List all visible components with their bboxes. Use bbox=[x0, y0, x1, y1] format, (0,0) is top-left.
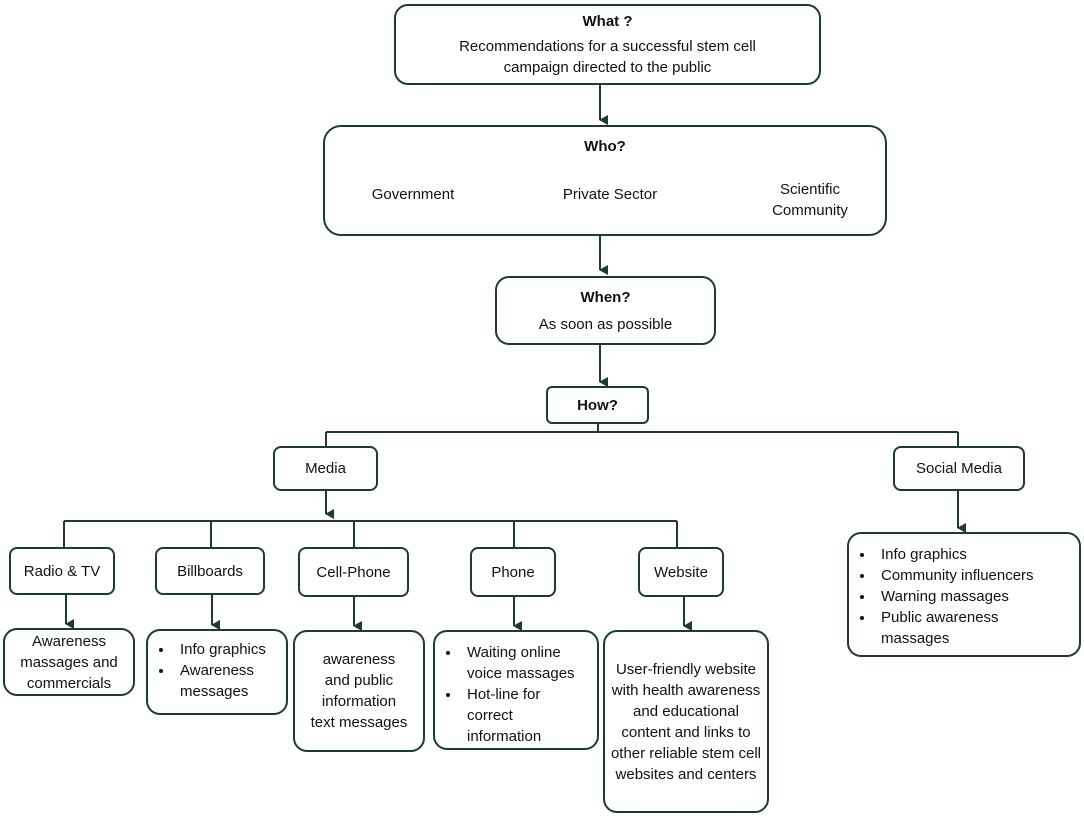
detail-website: User-friendly website with health awaren… bbox=[603, 630, 769, 813]
channel-radio-tv: Radio & TV bbox=[9, 547, 115, 595]
who-title: Who? bbox=[584, 138, 626, 155]
detail-social-media: Info graphics Community influencers Warn… bbox=[847, 532, 1081, 657]
media-box: Media bbox=[273, 446, 378, 491]
channel-cell-phone: Cell-Phone bbox=[298, 547, 409, 597]
detail-billboards: Info graphics Awareness messages bbox=[146, 629, 288, 715]
channel-label: Cell-Phone bbox=[316, 563, 391, 581]
channel-label: Website bbox=[654, 563, 708, 581]
who-item-government: Government bbox=[371, 186, 455, 203]
list-item: Community influencers bbox=[875, 565, 1075, 586]
detail-phone: Waiting online voice massages Hot-line f… bbox=[433, 630, 599, 750]
media-label: Media bbox=[305, 460, 346, 477]
list-item: Public awareness massages bbox=[875, 607, 1031, 649]
who-item-private-sector: Private Sector bbox=[562, 186, 658, 203]
what-text: Recommendations for a successful stem ce… bbox=[459, 38, 756, 76]
channel-website: Website bbox=[638, 547, 724, 597]
detail-text: User-friendly website with health awaren… bbox=[610, 660, 762, 783]
channel-billboards: Billboards bbox=[155, 547, 265, 595]
channel-label: Radio & TV bbox=[23, 562, 101, 580]
list-item: Info graphics bbox=[174, 639, 282, 660]
detail-text: Awareness massages and commercials bbox=[20, 632, 118, 692]
channel-phone: Phone bbox=[470, 547, 556, 597]
list-item: Info graphics bbox=[875, 544, 1075, 565]
how-title: How? bbox=[577, 396, 618, 414]
detail-radio-tv: Awareness massages and commercials bbox=[3, 628, 135, 696]
when-text: As soon as possible bbox=[538, 315, 673, 333]
when-box: When? As soon as possible bbox=[495, 276, 716, 345]
who-box: Who? bbox=[323, 125, 887, 236]
list-item: Hot-line for correct information bbox=[461, 684, 567, 747]
what-title: What ? bbox=[582, 13, 633, 30]
what-box: What ? Recommendations for a successful … bbox=[394, 4, 821, 85]
how-box: How? bbox=[546, 386, 649, 424]
channel-label: Billboards bbox=[177, 562, 243, 580]
list-item: Awareness messages bbox=[174, 660, 270, 702]
social-media-box: Social Media bbox=[893, 446, 1025, 491]
channel-label: Phone bbox=[491, 563, 535, 581]
when-title: When? bbox=[580, 288, 631, 306]
detail-cell-phone: awareness and public information text me… bbox=[293, 630, 425, 752]
list-item: Warning massages bbox=[875, 586, 1075, 607]
detail-text: awareness and public information text me… bbox=[310, 651, 408, 731]
social-media-label: Social Media bbox=[916, 460, 1002, 477]
who-item-scientific-community: Scientific Community bbox=[772, 181, 848, 219]
list-item: Waiting online voice massages bbox=[461, 642, 593, 684]
